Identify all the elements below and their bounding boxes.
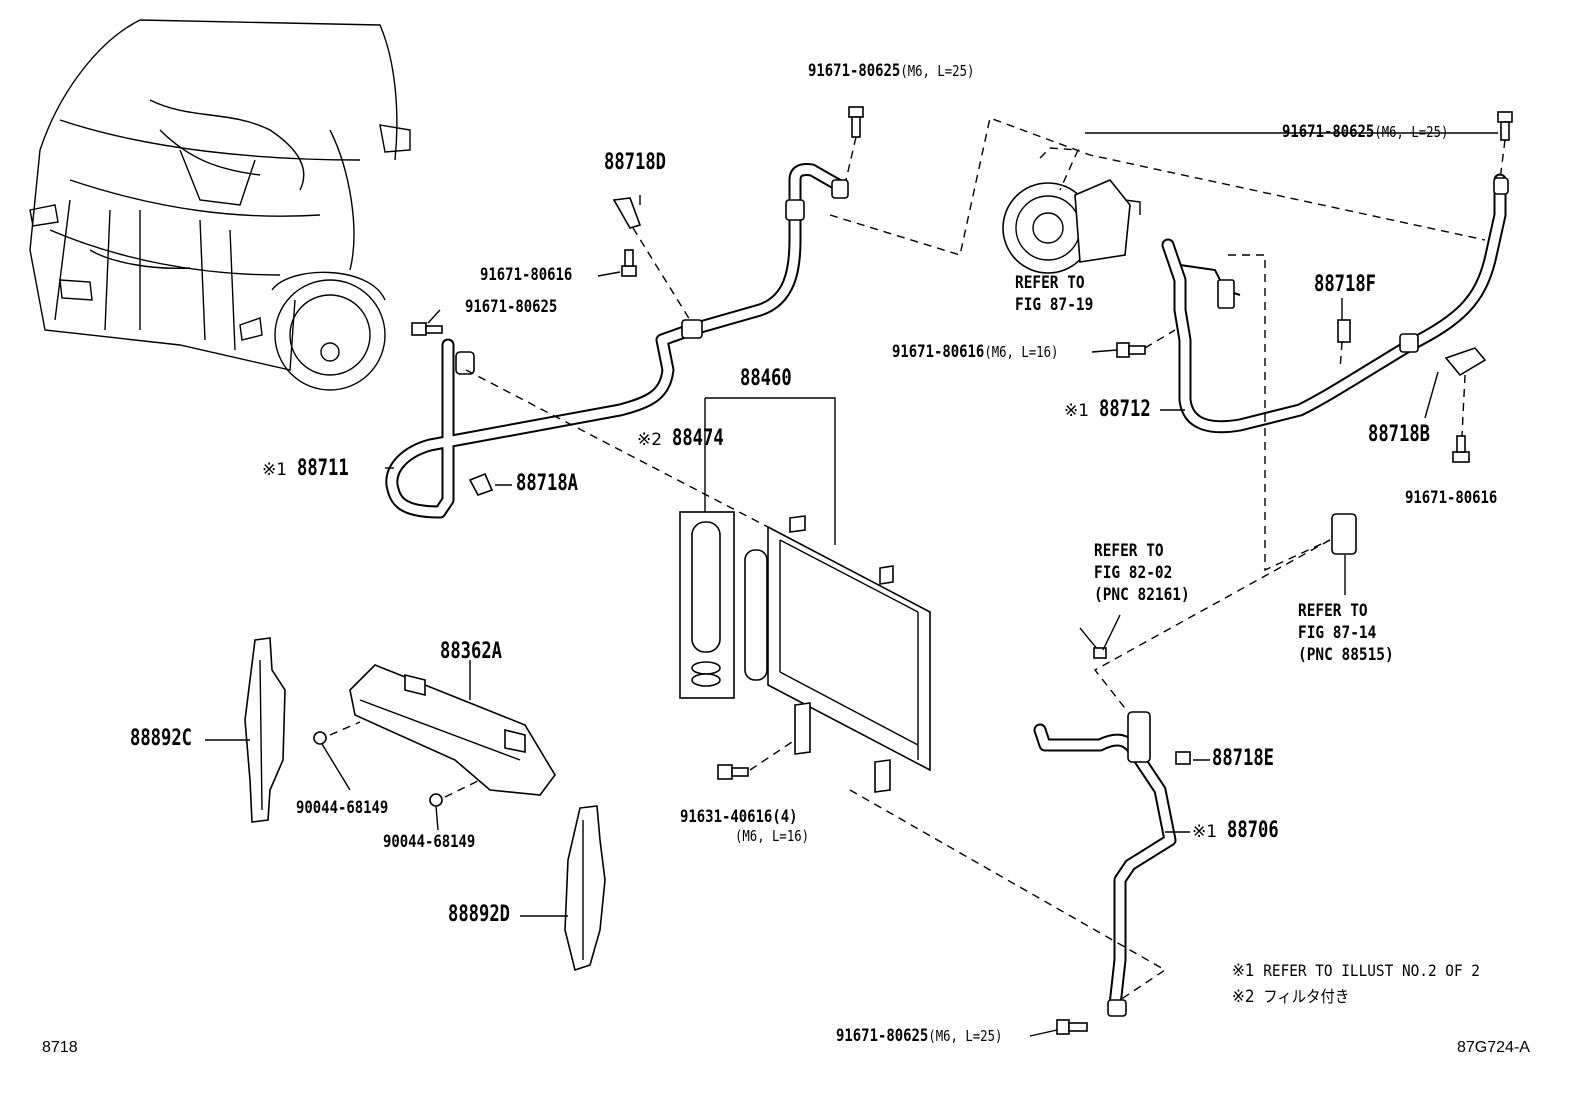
footnote-2: ※2 フィルタ付き — [1232, 984, 1349, 1010]
note-text: フィルタ付き — [1263, 987, 1350, 1006]
spec-text: (M6, L=16) — [984, 343, 1059, 361]
note-mark: ※2 — [1232, 987, 1255, 1007]
label-88711: ※1 88711 — [262, 458, 363, 480]
bracket-88362A — [349, 664, 556, 796]
pipe-88706 — [1033, 711, 1177, 1017]
label-88892C: 88892C — [130, 726, 192, 751]
part-number: 88712 — [1098, 397, 1151, 422]
ref-fig-87-19: REFER TO FIG 87-19 — [1015, 273, 1094, 315]
part-number: 91671-80616 — [892, 342, 985, 362]
leader-lines — [205, 132, 1498, 1037]
footnote-1: ※1 REFER TO ILLUST NO.2 OF 2 — [1232, 958, 1480, 984]
label-88362A: 88362A — [440, 639, 502, 664]
part-number: 88474 — [671, 426, 724, 451]
label-bolt-91671-80625-right: 91671-80625(M6, L=25) — [1282, 124, 1448, 141]
note-mark: ※1 — [1064, 401, 1090, 421]
label-bolt-91631-40616: 91631-40616(4) — [680, 807, 798, 827]
dashed-reference-lines — [329, 117, 1506, 1001]
label-bolt-91671-80625-top: 91671-80625(M6, L=25) — [808, 63, 974, 80]
label-88892D: 88892D — [448, 902, 510, 927]
note-text: REFER TO ILLUST NO.2 OF 2 — [1263, 961, 1480, 980]
label-bolt-91671-80625-left: 91671-80625 — [465, 297, 558, 317]
label-clip-90044-68149-a: 90044-68149 — [296, 798, 389, 818]
compressor-illustration — [1002, 179, 1141, 274]
pipe-88712 — [1161, 173, 1509, 434]
label-clip-90044-68149-b: 90044-68149 — [383, 832, 476, 852]
condenser-88460 — [744, 515, 931, 793]
part-number: 91671-80625 — [836, 1026, 929, 1046]
note-mark: ※2 — [637, 430, 663, 450]
label-bolt-91671-80625-bottom: 91671-80625(M6, L=25) — [836, 1028, 1002, 1045]
label-88718F: 88718F — [1314, 272, 1376, 297]
note-mark: ※1 — [1232, 961, 1255, 981]
label-88718D: 88718D — [604, 150, 666, 175]
part-number: 88711 — [296, 456, 349, 481]
label-bolt-91671-80616-mid: 91671-80616(M6, L=16) — [892, 344, 1058, 361]
seal-88892C — [244, 637, 286, 823]
note-mark: ※1 — [262, 460, 288, 480]
filter-88474 — [679, 511, 735, 699]
part-number: 91671-80625 — [808, 61, 901, 81]
spec-text: (M6, L=25) — [928, 1027, 1003, 1045]
label-88712: ※1 88712 — [1064, 399, 1165, 421]
illustration-code: 87G724-A — [1457, 1039, 1530, 1056]
ref-fig-82-02: REFER TO FIG 82-02 (PNC 82161) — [1094, 541, 1190, 605]
part-number: 91671-80625 — [1282, 122, 1375, 142]
label-bolt-91631-40616-spec: (M6, L=16) — [735, 827, 810, 845]
label-bolt-91671-80616-right: 91671-80616 — [1405, 488, 1498, 508]
pipe-88711 — [385, 163, 849, 519]
spec-text: (M6, L=25) — [900, 62, 975, 80]
seal-88892D — [564, 805, 606, 972]
note-mark: ※1 — [1192, 822, 1218, 842]
spec-text: (M6, L=25) — [1374, 123, 1449, 141]
label-88718E: 88718E — [1212, 746, 1274, 771]
figure-number: 8718 — [42, 1039, 78, 1056]
vehicle-front-illustration — [29, 19, 411, 391]
label-88718B: 88718B — [1368, 422, 1430, 447]
part-number: 88706 — [1226, 818, 1279, 843]
label-88706: ※1 88706 — [1192, 820, 1293, 842]
label-88718A: 88718A — [516, 471, 578, 496]
label-88460: 88460 — [740, 366, 792, 391]
label-bolt-91671-80616-left: 91671-80616 — [480, 265, 573, 285]
ref-fig-87-14: REFER TO FIG 87-14 (PNC 88515) — [1298, 601, 1394, 665]
label-88474: ※2 88474 — [637, 428, 738, 450]
fasteners — [313, 106, 1513, 1035]
